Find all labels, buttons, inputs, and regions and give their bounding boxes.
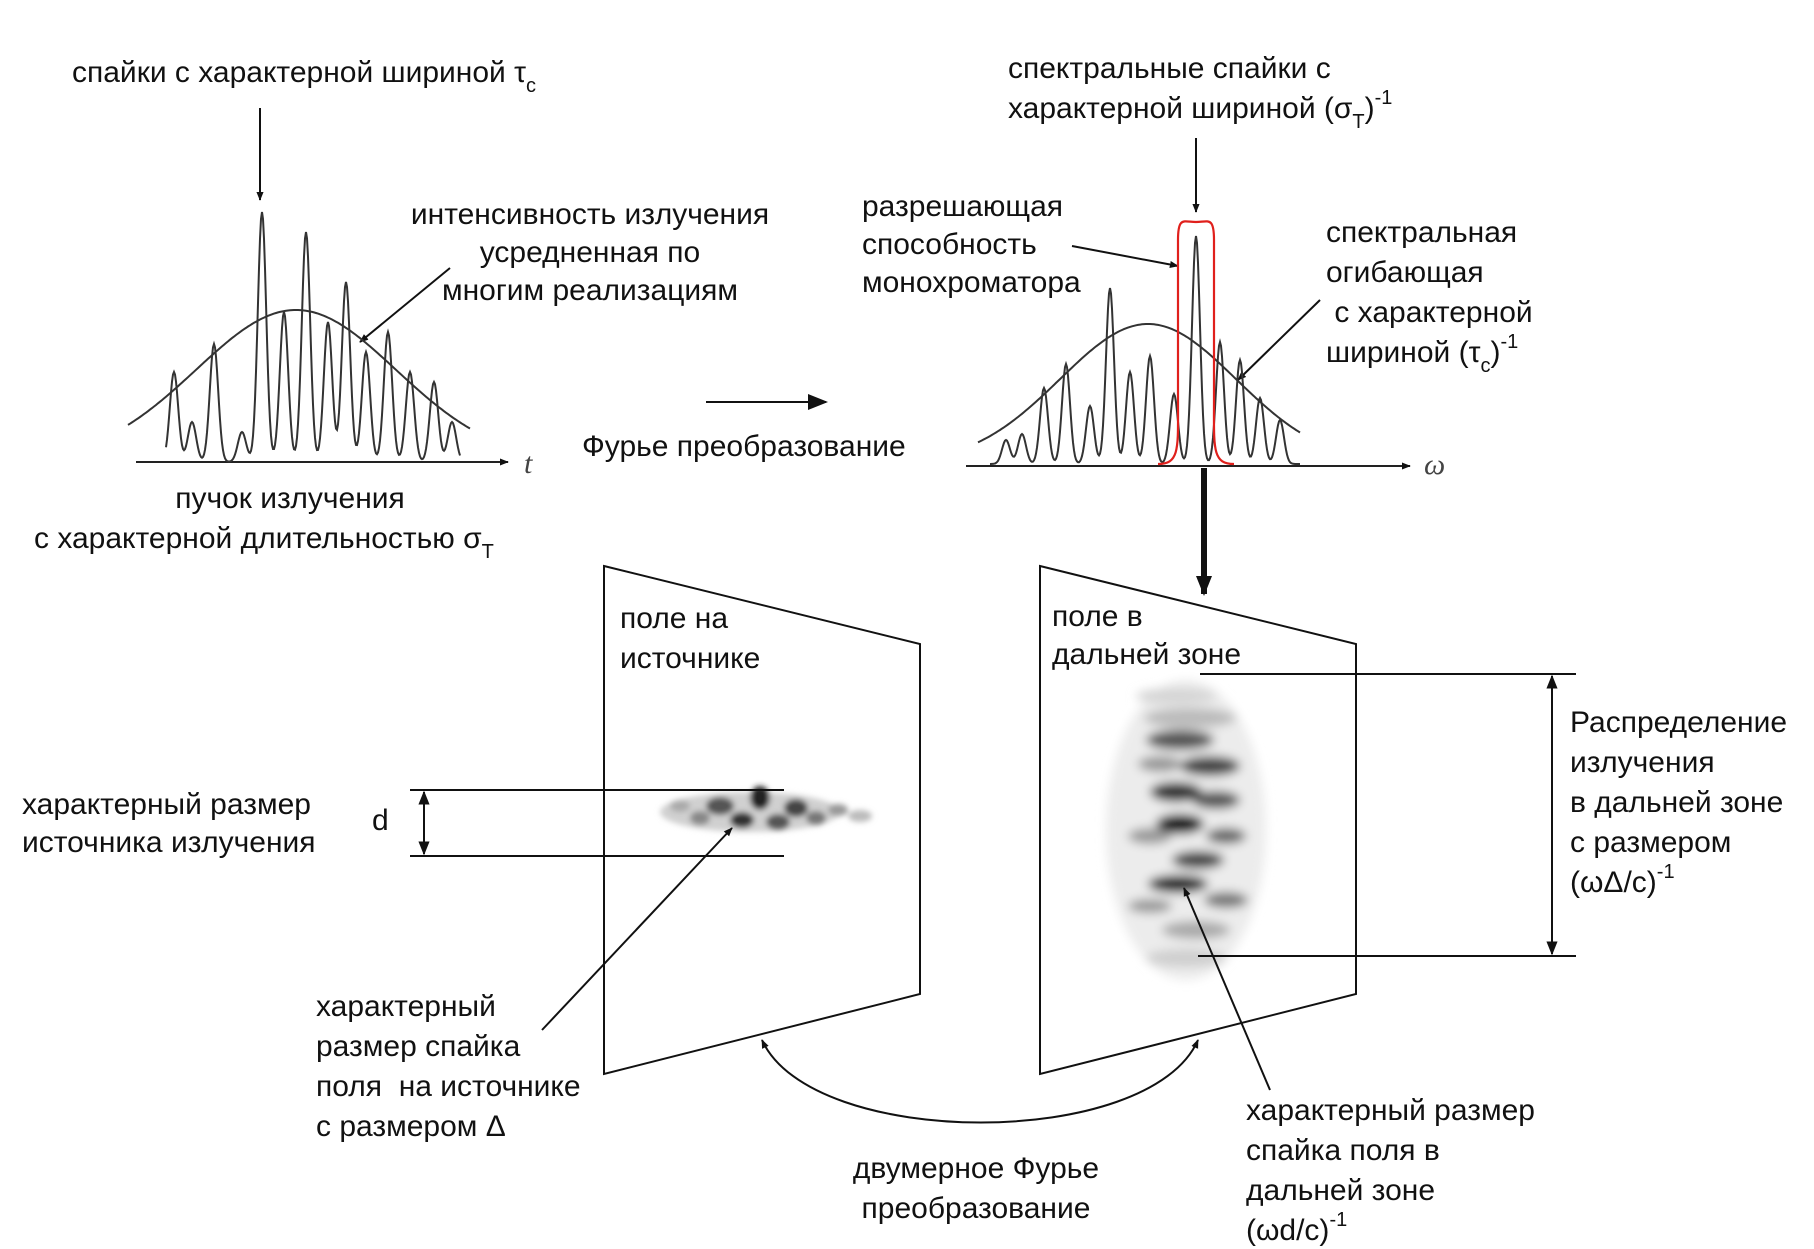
beam-label-line2: с характерной длительностью σT bbox=[34, 522, 494, 563]
time-panel: спайки с характерной шириной τc интенсив… bbox=[34, 56, 769, 563]
fourier-2d-arc-arrow bbox=[761, 1039, 1199, 1124]
source-plane-panel: поле на источнике d характерный размер и… bbox=[22, 564, 921, 1143]
spikes-label: спайки с характерной шириной τc bbox=[72, 56, 536, 97]
time-envelope-curve bbox=[127, 309, 471, 430]
far-spike-label-line3: дальней зоне bbox=[1246, 1174, 1435, 1207]
resolution-label-line3: монохроматора bbox=[862, 266, 1081, 299]
envelope-label-line3: с характерной bbox=[1326, 296, 1533, 329]
spectral-spikes-subscript: T bbox=[1352, 111, 1364, 133]
far-title-line2: дальней зоне bbox=[1052, 638, 1241, 671]
fourier-label: Фурье преобразование bbox=[582, 430, 906, 463]
far-title-line1: поле в bbox=[1052, 600, 1143, 633]
envelope-label-line4: шириной (τc)-1 bbox=[1326, 331, 1518, 377]
spikes-label-subscript: c bbox=[526, 75, 536, 97]
source-speckle bbox=[660, 786, 872, 832]
distribution-label-line2: излучения bbox=[1570, 746, 1715, 779]
source-title-line2: источнике bbox=[620, 642, 760, 675]
distribution-label-line3: в дальней зоне bbox=[1570, 786, 1783, 819]
beam-label-subscript: T bbox=[482, 541, 494, 563]
resolution-label-line2: способность bbox=[862, 228, 1037, 261]
distribution-superscript: -1 bbox=[1657, 861, 1675, 883]
fourier-transform-group: Фурье преобразование bbox=[582, 394, 906, 463]
average-label-line2: усредненная по bbox=[480, 236, 700, 269]
time-axis-label: t bbox=[524, 447, 533, 480]
envelope-width-superscript: -1 bbox=[1500, 331, 1518, 353]
far-spike-superscript: -1 bbox=[1329, 1209, 1347, 1231]
average-label-line3: многим реализациям bbox=[442, 274, 738, 307]
envelope-width-paren: ) bbox=[1490, 336, 1500, 369]
time-spikes-curve bbox=[165, 211, 461, 463]
average-label-line1: интенсивность излучения bbox=[411, 198, 769, 231]
envelope-arrow bbox=[1237, 299, 1321, 381]
resolution-arrow bbox=[1071, 245, 1179, 269]
source-spike-label-line2: размер спайка bbox=[316, 1030, 521, 1063]
source-size-label-line1: характерный размер bbox=[22, 788, 311, 821]
spikes-label-text: спайки с характерной шириной τ bbox=[72, 56, 526, 89]
beam-label-line1: пучок излучения bbox=[175, 482, 405, 515]
far-spike-formula: (ωd/c) bbox=[1246, 1214, 1329, 1247]
monochromator-window bbox=[1157, 220, 1235, 466]
source-spike-label-line4: с размером Δ bbox=[316, 1110, 506, 1143]
spectrum-panel: спектральные спайки с характерной ширино… bbox=[862, 52, 1533, 596]
spectral-spikes-superscript: -1 bbox=[1375, 87, 1393, 109]
spectrum-envelope-curve bbox=[977, 323, 1301, 444]
spectral-spikes-paren: ) bbox=[1365, 92, 1375, 125]
spectrum-spikes-curve bbox=[990, 235, 1300, 465]
source-spike-arrow bbox=[541, 827, 733, 1031]
envelope-label-line1: спектральная bbox=[1326, 216, 1517, 249]
beam-label-text: с характерной длительностью σ bbox=[34, 522, 482, 555]
fourier-2d-label-line1: двумерное Фурье bbox=[853, 1152, 1099, 1185]
source-title-line1: поле на bbox=[620, 602, 728, 635]
source-spike-label-line1: характерный bbox=[316, 990, 496, 1023]
envelope-label-line2: огибающая bbox=[1326, 256, 1484, 289]
fourier-2d-group: двумерное Фурье преобразование bbox=[761, 1039, 1199, 1225]
source-size-label-line2: источника излучения bbox=[22, 826, 316, 859]
far-spike-label-line4: (ωd/c)-1 bbox=[1246, 1209, 1347, 1247]
far-spike-label-line1: характерный размер bbox=[1246, 1094, 1535, 1127]
resolution-label-line1: разрешающая bbox=[862, 190, 1063, 223]
spectral-spikes-line1: спектральные спайки с bbox=[1008, 52, 1331, 85]
far-field-panel: поле в дальней зоне Распределение излуче… bbox=[1039, 564, 1787, 1247]
source-spike-label-line3: поля на источнике bbox=[316, 1070, 581, 1103]
distribution-formula: (ωΔ/c) bbox=[1570, 866, 1657, 899]
distribution-label-line5: (ωΔ/c)-1 bbox=[1570, 861, 1675, 899]
far-field-speckle bbox=[1106, 680, 1266, 980]
distribution-label-line1: Распределение bbox=[1570, 706, 1787, 739]
envelope-width-subscript: c bbox=[1480, 355, 1490, 377]
average-pointer-arrow bbox=[359, 267, 451, 343]
frequency-axis-label: ω bbox=[1424, 448, 1445, 481]
source-size-symbol: d bbox=[372, 804, 389, 837]
fourier-2d-label-line2: преобразование bbox=[862, 1192, 1091, 1225]
spectral-spikes-line2: характерной шириной (σT)-1 bbox=[1008, 87, 1392, 133]
spectral-spikes-text: характерной шириной (σ bbox=[1008, 92, 1353, 125]
distribution-label-line4: с размером bbox=[1570, 826, 1731, 859]
envelope-width-text: шириной (τ bbox=[1326, 336, 1481, 369]
far-spike-arrow bbox=[1183, 887, 1271, 1091]
far-spike-label-line2: спайка поля в bbox=[1246, 1134, 1440, 1167]
